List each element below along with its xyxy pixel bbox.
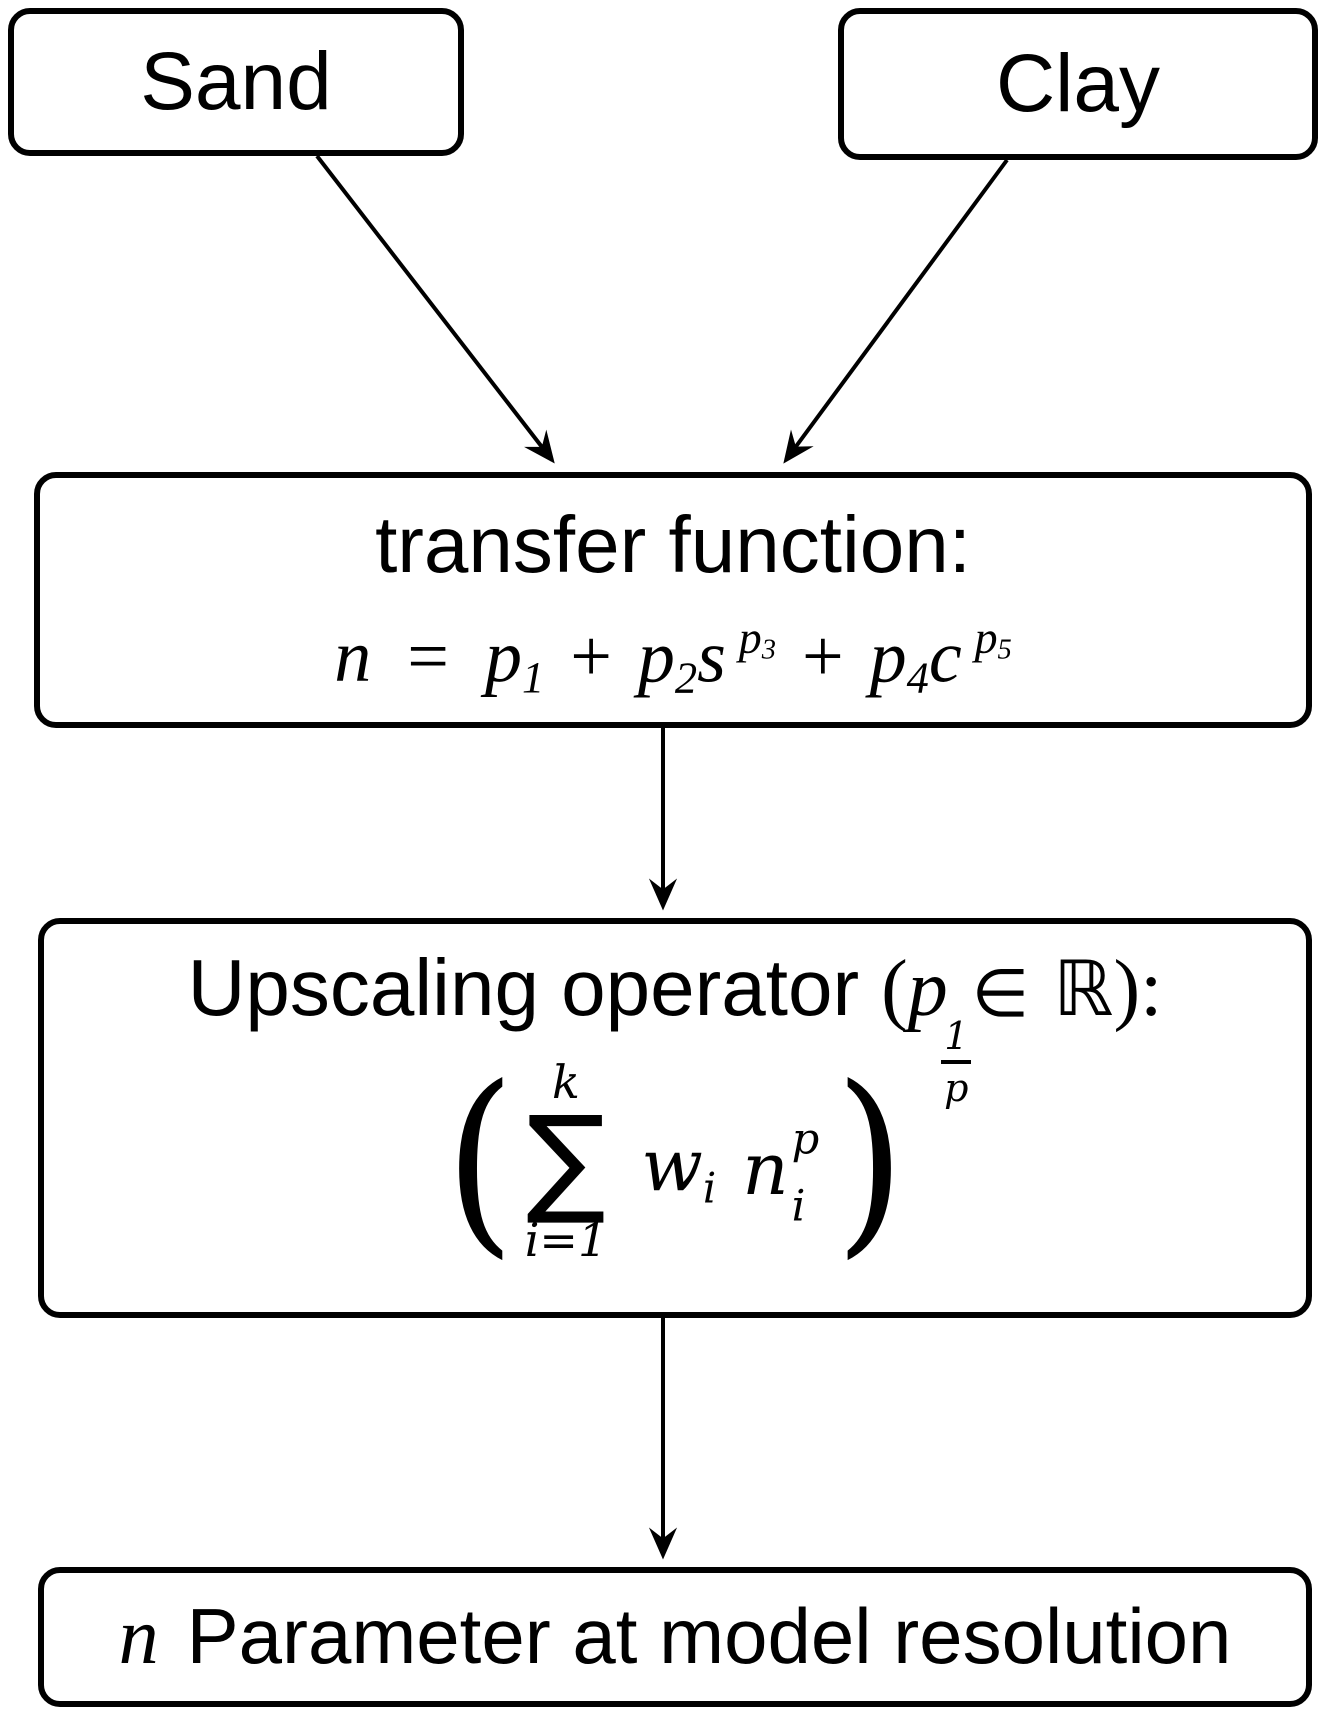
n-sub-sup-stack: p i bbox=[792, 1118, 820, 1228]
subscript-4: 4 bbox=[906, 652, 929, 703]
transfer-function-title: transfer function: bbox=[375, 499, 971, 589]
fraction-numerator: 1 bbox=[944, 1014, 969, 1058]
summand: wi n p i bbox=[641, 1114, 819, 1228]
node-output: n Parameter at model resolution bbox=[38, 1567, 1312, 1707]
var-p: p bbox=[974, 611, 998, 663]
var-p: p bbox=[484, 615, 522, 698]
arrow-clay-to-transfer bbox=[783, 158, 1009, 464]
node-upscaling-operator: Upscaling operator ( p ∈ ℝ ): ( k ∑ i=1 … bbox=[38, 918, 1312, 1318]
output-text: n Parameter at model resolution bbox=[119, 1597, 1232, 1677]
sum-upper-limit: k bbox=[552, 1055, 580, 1109]
sum-lower-limit: i=1 bbox=[524, 1213, 608, 1268]
close-paren-colon: ): bbox=[1113, 945, 1163, 1033]
plus-operator: + bbox=[801, 615, 844, 698]
fraction-bar bbox=[941, 1060, 972, 1064]
upscaling-operator-title: Upscaling operator ( p ∈ ℝ ): bbox=[187, 943, 1163, 1034]
arrow-sand-to-transfer bbox=[315, 154, 555, 464]
exponent-p5: p5 bbox=[974, 611, 1012, 666]
big-open-paren: ( bbox=[444, 1044, 515, 1278]
var-p: p bbox=[637, 615, 675, 698]
upscaling-formula-wrap: ( k ∑ i=1 wi n p i ) 1 bbox=[44, 1017, 1306, 1278]
var-s: s bbox=[697, 615, 726, 698]
node-sand-label: Sand bbox=[140, 36, 332, 127]
subscript-5: 5 bbox=[997, 634, 1012, 666]
subscript-i: i bbox=[702, 1163, 717, 1213]
subscript-3: 3 bbox=[761, 634, 776, 666]
exponent-one-over-p: 1 p bbox=[941, 1014, 972, 1110]
var-w: w bbox=[641, 1123, 703, 1207]
element-of-symbol: ∈ bbox=[971, 955, 1030, 1033]
node-clay-label: Clay bbox=[995, 38, 1161, 129]
subscript-i: i bbox=[791, 1181, 806, 1232]
node-sand: Sand bbox=[8, 8, 464, 156]
open-paren: ( bbox=[881, 945, 908, 1033]
var-c: c bbox=[928, 615, 962, 698]
subscript-1: 1 bbox=[521, 652, 545, 703]
subscript-2: 2 bbox=[674, 652, 698, 703]
term-n-i-p: n bbox=[742, 1133, 788, 1205]
upscaling-formula: ( k ∑ i=1 wi n p i ) 1 bbox=[441, 1017, 972, 1278]
term-w-i: wi bbox=[641, 1129, 716, 1209]
fraction-denominator: p bbox=[944, 1066, 969, 1110]
term-p1: p1 bbox=[485, 620, 544, 700]
var-n: n bbox=[118, 1593, 159, 1681]
sigma-icon: ∑ bbox=[526, 1090, 606, 1228]
exponent-p3: p3 bbox=[738, 611, 776, 666]
real-numbers-symbol: ℝ bbox=[1053, 944, 1114, 1033]
superscript-p: p bbox=[791, 1114, 820, 1165]
big-close-paren: ) bbox=[835, 1044, 906, 1278]
var-p: p bbox=[907, 945, 948, 1033]
var-n: n bbox=[334, 615, 372, 698]
node-clay: Clay bbox=[838, 8, 1318, 160]
output-label: Parameter at model resolution bbox=[186, 1592, 1232, 1680]
equals-sign: = bbox=[407, 615, 449, 698]
summation: k ∑ i=1 bbox=[525, 1059, 608, 1263]
var-p: p bbox=[869, 615, 907, 698]
var-p: p bbox=[738, 611, 762, 663]
plus-operator: + bbox=[570, 615, 612, 698]
var-n: n bbox=[742, 1127, 789, 1212]
upscaling-title-text: Upscaling operator bbox=[187, 943, 860, 1032]
